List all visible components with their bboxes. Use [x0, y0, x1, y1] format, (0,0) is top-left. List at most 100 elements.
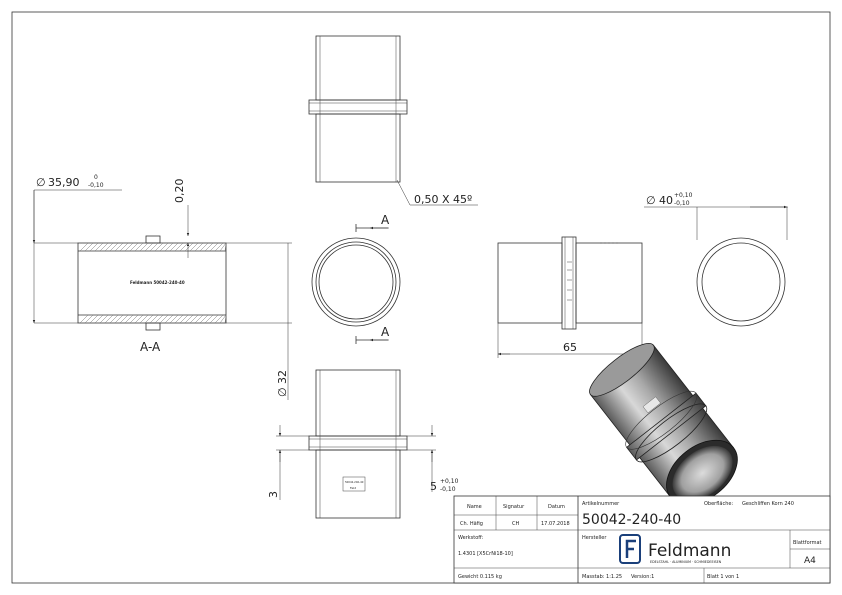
length-dimension: 65 [563, 341, 577, 354]
tb-sheet-format-label: Blattformat [793, 540, 822, 546]
hatch-line [129, 242, 139, 252]
tb-surface-label: Oberfläche: [704, 501, 733, 507]
hatch-line [144, 242, 154, 252]
hatch-line [134, 242, 144, 252]
tb-scale: Masstab: 1:1.25 [582, 574, 622, 580]
section-marker-bottom: A [381, 325, 390, 339]
hatch-line [119, 242, 129, 252]
hatch-line [214, 242, 224, 252]
end-view: A A ∅ 32 [226, 213, 401, 400]
hatch-line [134, 314, 144, 324]
hatch-line [109, 314, 119, 324]
hatch-line [209, 242, 219, 252]
tb-manufacturer-label: Hersteller [582, 535, 607, 541]
outer-tol-lower: -0,10 [88, 182, 104, 189]
ring-tol-lower: -0,10 [674, 200, 690, 207]
hatch-line [99, 314, 109, 324]
hatch-line [174, 242, 184, 252]
hatch-line [124, 242, 134, 252]
tb-article-label: Artikelnummer [582, 501, 620, 507]
hatch-line [204, 314, 214, 324]
hatch-line [109, 242, 119, 252]
hatch-line [224, 242, 227, 252]
tb-article-number: 50042-240-40 [582, 512, 681, 528]
hatch-line [199, 242, 209, 252]
tb-version: Version:1 [631, 574, 654, 580]
collar-tol-upper: +0,10 [440, 478, 459, 485]
brand-name: Feldmann [648, 541, 731, 561]
hatch-line [119, 314, 129, 324]
hatch-line [89, 314, 99, 324]
hatch-line [149, 314, 159, 324]
feldmann-logo: Feldmann EDELSTAHL · ALUMINIUM · SCHMIED… [619, 534, 731, 564]
hatch-line [194, 314, 204, 324]
hatch-line [99, 242, 109, 252]
hatch-line [164, 314, 174, 324]
drawing-frame [11, 11, 831, 584]
hatch-line [199, 314, 209, 324]
engraving-text: Feldmann 50042-240-40 [130, 280, 185, 285]
ring-view: ∅ 40 +0,10 -0,10 [644, 192, 788, 327]
tb-signature-value: CH [512, 521, 519, 527]
hatch-line [219, 314, 227, 324]
ring-tol-upper: +0,10 [674, 192, 693, 199]
chamfer-dimension: 0,50 X 45º [414, 193, 472, 206]
tb-sheet-format-value: A4 [804, 556, 816, 566]
hatch-line [154, 314, 164, 324]
hatch-line [84, 242, 94, 252]
hatch-line [219, 242, 227, 252]
hatch-line [94, 242, 104, 252]
hatch-line [79, 242, 89, 252]
hatch-line [94, 314, 104, 324]
inner-diameter-symbol: ∅ [276, 387, 289, 397]
section-marker-top: A [381, 213, 390, 227]
hatch-line [209, 314, 219, 324]
hatch-line [84, 314, 94, 324]
hatch-line [164, 242, 174, 252]
hatch-line [189, 242, 199, 252]
hatch-line [224, 314, 227, 324]
inner-diameter-value: 32 [276, 370, 289, 384]
hatch-line [194, 242, 204, 252]
hatch-line [89, 242, 99, 252]
ring-diameter-symbol: ∅ [646, 194, 656, 207]
tb-material-value: 1.4301 [X5CrNi18-10] [458, 551, 513, 557]
top-view: 0,50 X 45º [308, 35, 478, 206]
hatch-line [139, 242, 149, 252]
outer-tol-upper: 0 [94, 174, 98, 181]
collar-tol-lower: -0,10 [440, 486, 456, 493]
hatch-line [154, 242, 164, 252]
tb-name-label: Name [467, 504, 482, 510]
hatch-line [214, 314, 224, 324]
hatch-line [114, 314, 124, 324]
hatch-line [104, 242, 114, 252]
hatch-line [159, 242, 169, 252]
collar-width-dimension: 5 [430, 480, 437, 493]
hatch-line [179, 314, 189, 324]
engraving-short-2: Feld [350, 486, 356, 490]
tb-sheet: Blatt 1 von 1 [707, 574, 739, 580]
isometric-render [589, 343, 738, 505]
hatch-line [189, 314, 199, 324]
outer-diameter-value: 35,90 [48, 176, 80, 189]
outer-diameter-symbol: ∅ [36, 176, 46, 189]
section-label: A-A [140, 340, 161, 354]
section-view-a-a: Feldmann 50042-240-40 A-A ∅ 35,90 0 -0,1… [32, 174, 227, 354]
hatch-bottom-wall [79, 314, 227, 324]
hatch-line [184, 242, 194, 252]
hatch-line [124, 314, 134, 324]
hatch-line [174, 314, 184, 324]
hatch-line [149, 242, 159, 252]
collar-offset-dimension: 3 [267, 491, 280, 498]
hatch-line [104, 314, 114, 324]
ring-diameter-value: 40 [659, 194, 673, 207]
hatch-line [169, 314, 179, 324]
hatch-line [129, 314, 139, 324]
hatch-line [169, 242, 179, 252]
brand-tagline: EDELSTAHL · ALUMINIUM · SCHMIEDEEISEN [650, 560, 722, 564]
engraving-short-1: 50042-240-40 [345, 480, 364, 484]
hatch-line [204, 242, 214, 252]
collar-height-dimension: 0,20 [173, 179, 186, 204]
tb-surface-value: Geschliffen Korn 240 [742, 501, 794, 507]
